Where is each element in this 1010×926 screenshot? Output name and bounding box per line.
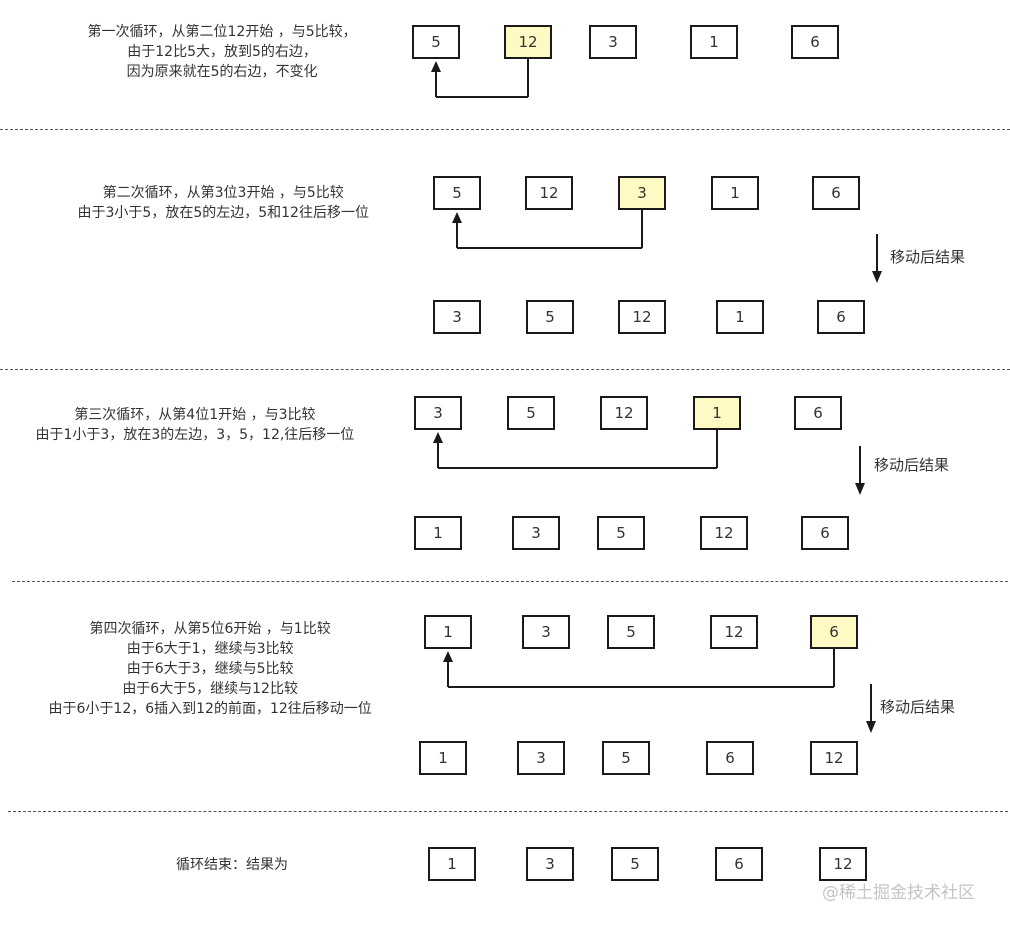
array-element-box: 3 [414, 396, 462, 430]
round-description: 第四次循环，从第5位6开始 ，与1比较由于6大于1，继续与3比较由于6大于3，继… [49, 619, 372, 719]
current-element-box: 6 [810, 615, 858, 649]
section-separator [0, 369, 1010, 370]
final-element-box: 12 [819, 847, 867, 881]
array-element-box: 12 [710, 615, 758, 649]
result-element-box: 5 [526, 300, 574, 334]
array-element-box: 12 [600, 396, 648, 430]
description-line: 第一次循环，从第二位12开始 ，与5比较， [87, 24, 357, 40]
array-element-box: 1 [711, 176, 759, 210]
array-element-box: 5 [412, 25, 460, 59]
result-element-box: 6 [801, 516, 849, 550]
array-element-box: 1 [690, 25, 738, 59]
arrowhead-up-icon [452, 212, 462, 223]
result-element-box: 1 [414, 516, 462, 550]
round-description: 第三次循环，从第4位1开始 ，与3比较由于1小于3，放在3的左边，3，5，12,… [36, 405, 355, 445]
final-element-box: 1 [428, 847, 476, 881]
description-line: 由于6大于5，继续与12比较 [122, 681, 298, 697]
section-separator [8, 811, 1008, 812]
result-element-box: 12 [810, 741, 858, 775]
after-move-label: 移动后结果 [880, 698, 956, 716]
array-element-box: 6 [812, 176, 860, 210]
description-line: 由于1小于3，放在3的左边，3，5，12,往后移一位 [35, 427, 355, 443]
array-element-box: 1 [424, 615, 472, 649]
array-element-box: 5 [507, 396, 555, 430]
arrowhead-down-icon [855, 483, 865, 495]
description-line: 由于6大于1，继续与3比较 [126, 641, 294, 657]
result-element-box: 3 [433, 300, 481, 334]
array-element-box: 3 [522, 615, 570, 649]
arrowhead-up-icon [431, 61, 441, 72]
description-line: 第二次循环，从第3位3开始 ，与5比较 [102, 185, 344, 201]
description-line: 第三次循环，从第4位1开始 ，与3比较 [74, 407, 316, 423]
result-element-box: 1 [419, 741, 467, 775]
final-element-box: 3 [526, 847, 574, 881]
round-description: 第一次循环，从第二位12开始 ，与5比较， 由于12比5大，放到5的右边， 因为原来… [88, 22, 357, 82]
current-element-box: 1 [693, 396, 741, 430]
description-line: 因为原来就在5的右边，不变化 [126, 64, 318, 80]
final-element-box: 6 [715, 847, 763, 881]
array-element-box: 12 [525, 176, 573, 210]
section-separator [12, 581, 1008, 582]
arrowhead-up-icon [433, 432, 443, 443]
description-line: 由于3小于5，放在5的左边，5和12往后移一位 [77, 205, 369, 221]
final-result-label: 循环结束：结果为 [176, 857, 288, 873]
current-element-box: 3 [618, 176, 666, 210]
section-separator [0, 129, 1010, 130]
arrowhead-down-icon [872, 271, 882, 283]
description-line: 由于6大于3，继续与5比较 [126, 661, 294, 677]
result-element-box: 1 [716, 300, 764, 334]
after-move-label: 移动后结果 [874, 456, 950, 474]
result-element-box: 5 [602, 741, 650, 775]
result-element-box: 6 [817, 300, 865, 334]
description-line: 第四次循环，从第5位6开始 ，与1比较 [89, 621, 331, 637]
array-element-box: 3 [589, 25, 637, 59]
round-description: 第二次循环，从第3位3开始 ，与5比较由于3小于5，放在5的左边，5和12往后移… [78, 183, 369, 223]
watermark: @稀土掘金技术社区 [822, 883, 975, 903]
result-element-box: 3 [512, 516, 560, 550]
after-move-label: 移动后结果 [890, 248, 966, 266]
result-element-box: 5 [597, 516, 645, 550]
current-element-box: 12 [504, 25, 552, 59]
result-element-box: 3 [517, 741, 565, 775]
result-element-box: 12 [700, 516, 748, 550]
final-element-box: 5 [611, 847, 659, 881]
result-element-box: 6 [706, 741, 754, 775]
arrowhead-down-icon [866, 721, 876, 733]
array-element-box: 6 [791, 25, 839, 59]
result-element-box: 12 [618, 300, 666, 334]
description-line: 由于12比5大，放到5的右边， [127, 44, 317, 60]
array-element-box: 5 [433, 176, 481, 210]
arrowhead-up-icon [443, 651, 453, 662]
array-element-box: 5 [607, 615, 655, 649]
array-element-box: 6 [794, 396, 842, 430]
description-line: 由于6小于12，6插入到12的前面，12往后移动一位 [48, 701, 372, 717]
